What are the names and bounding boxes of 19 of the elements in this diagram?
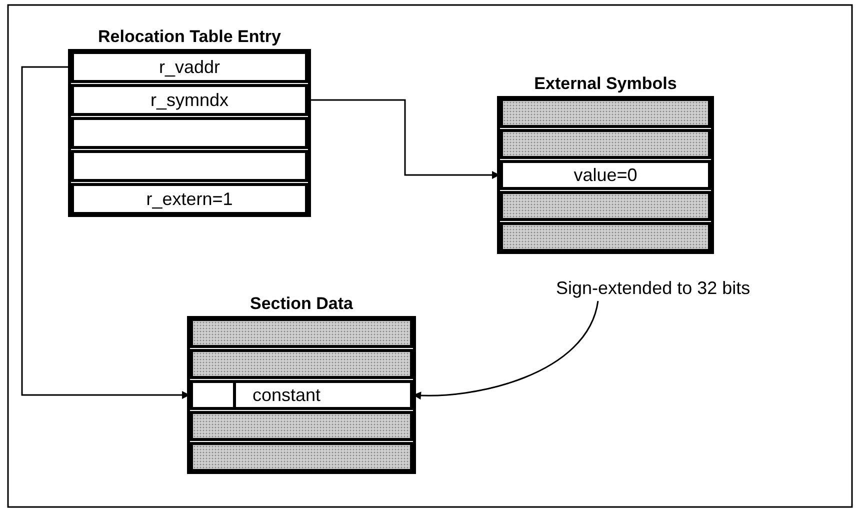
table-heading: Relocation Table Entry xyxy=(97,27,282,47)
empty-row xyxy=(71,117,308,149)
table-row: r_extern=1 xyxy=(71,183,308,215)
shaded-row xyxy=(500,98,711,128)
shaded-row xyxy=(190,411,413,441)
shaded-row xyxy=(500,191,711,221)
table-heading: Section Data xyxy=(249,294,354,314)
annotation-text: Sign-extended to 32 bits xyxy=(556,278,750,299)
empty-row xyxy=(71,150,308,182)
table-row: value=0 xyxy=(500,160,711,190)
shaded-row xyxy=(190,318,413,348)
shaded-row xyxy=(500,129,711,159)
table-row: r_symndx xyxy=(71,84,308,116)
table-heading: External Symbols xyxy=(533,74,678,94)
shaded-row xyxy=(500,222,711,252)
shaded-row xyxy=(190,442,413,472)
shaded-row xyxy=(190,349,413,379)
field-label: constant xyxy=(252,384,321,406)
table-row: r_vaddr xyxy=(71,51,308,83)
